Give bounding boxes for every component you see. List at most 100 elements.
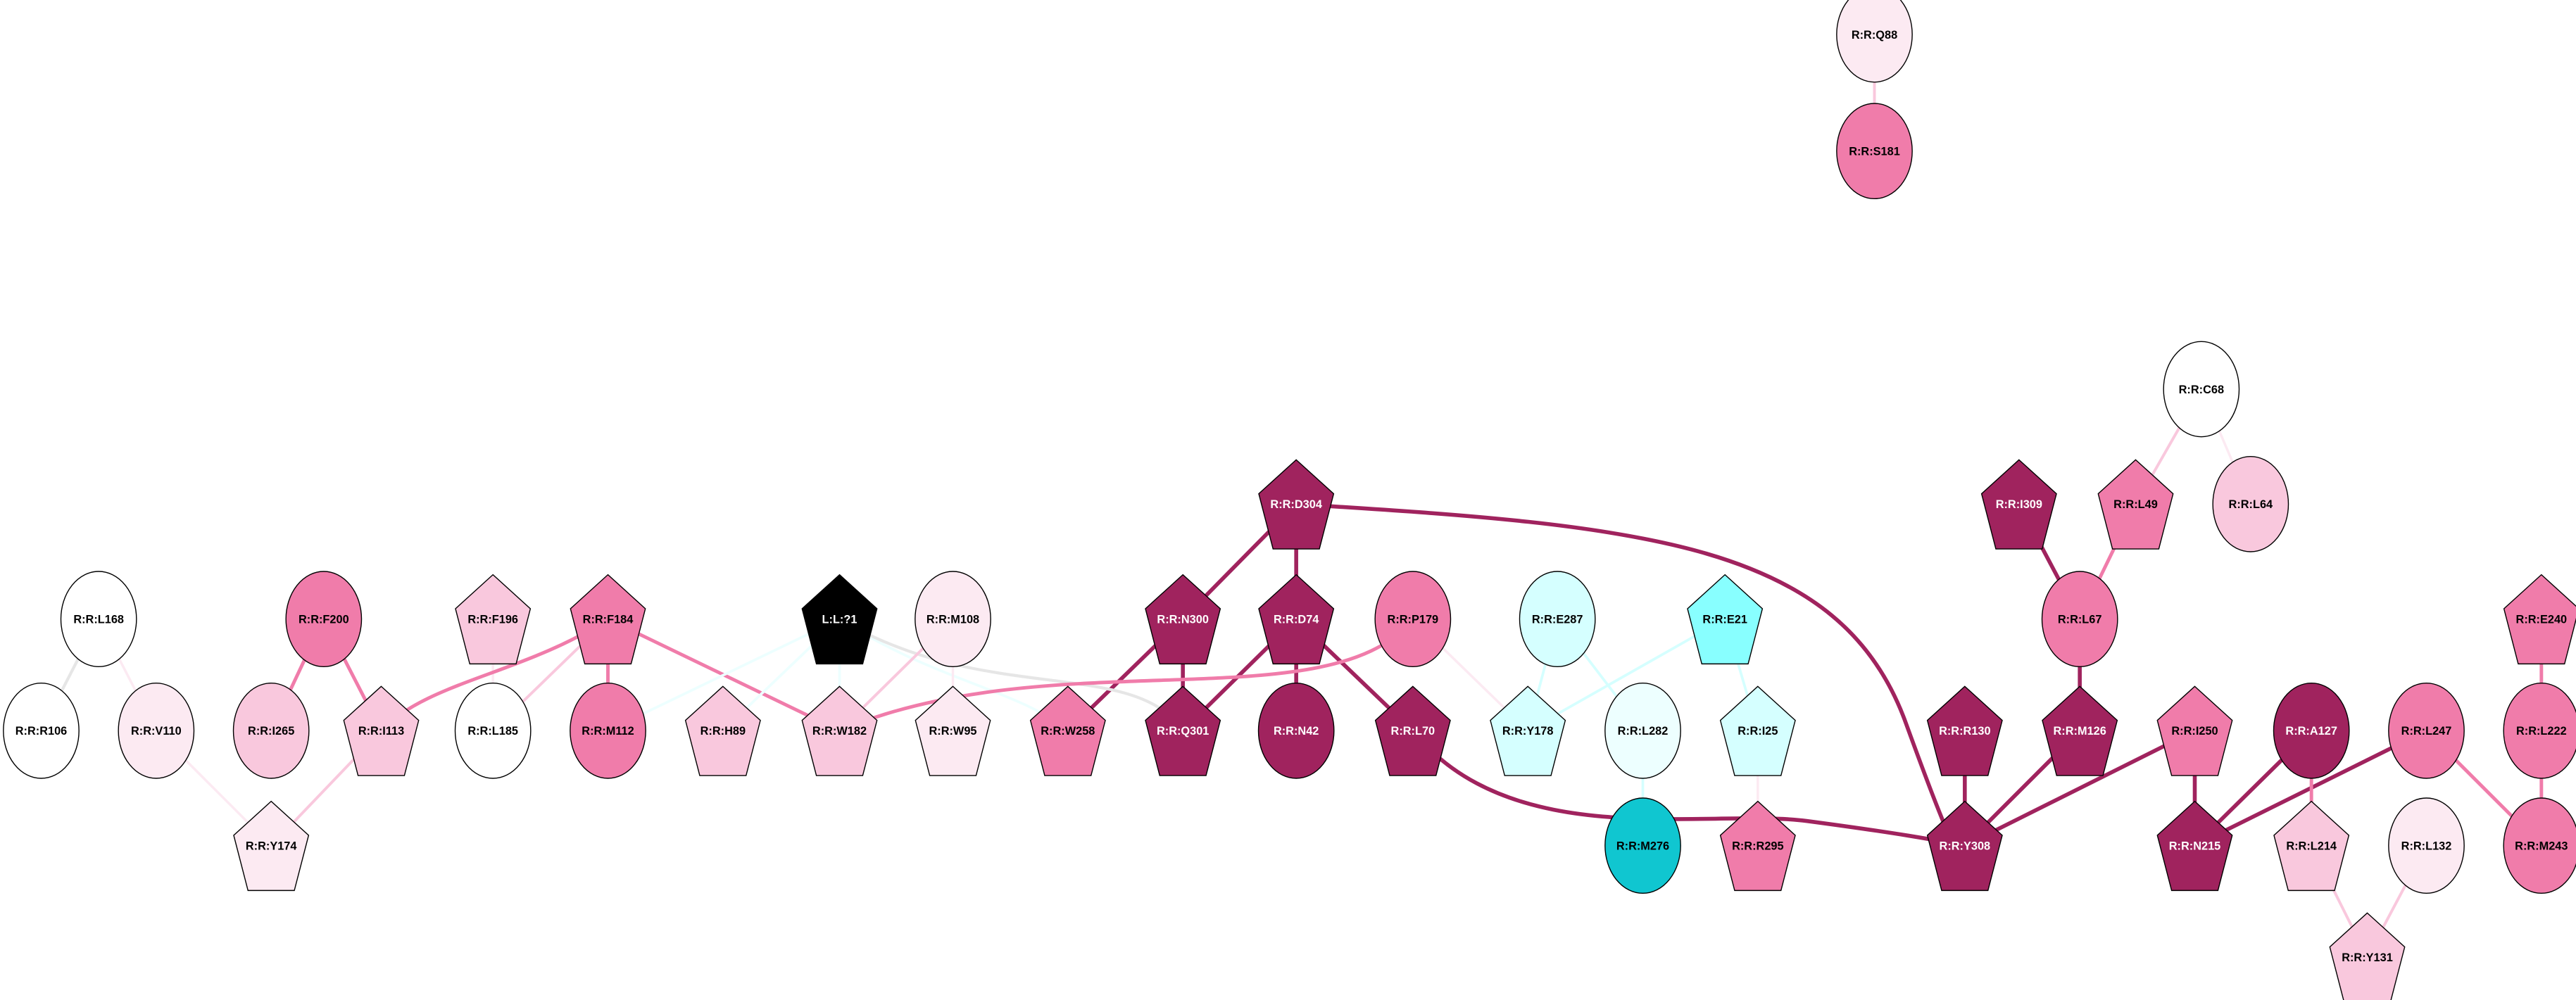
pentagon-node-shape	[1490, 685, 1566, 776]
pentagon-node-shape	[684, 685, 761, 776]
node-l70[interactable]: R:R:L70	[1374, 685, 1451, 776]
pentagon-node-shape	[1374, 685, 1451, 776]
node-label: R:R:L222	[2516, 725, 2567, 738]
node-label: R:R:W95	[929, 725, 976, 738]
node-m276[interactable]: R:R:M276	[1604, 797, 1681, 894]
pentagon-node-shape	[1719, 685, 1796, 776]
node-w182[interactable]: R:R:W182	[801, 685, 878, 776]
node-y174[interactable]: R:R:Y174	[233, 800, 310, 892]
node-l67[interactable]: R:R:L67	[2041, 571, 2118, 668]
circle-node-shape	[570, 682, 646, 779]
circle-node-shape	[2388, 797, 2465, 894]
node-n42[interactable]: R:R:N42	[1257, 682, 1335, 779]
node-i25[interactable]: R:R:I25	[1719, 685, 1796, 776]
circle-node-shape	[1374, 571, 1452, 668]
node-y131[interactable]: R:R:Y131	[2329, 912, 2406, 1000]
edge-e21-y178	[1527, 618, 1726, 732]
node-label: R:R:L64	[2229, 498, 2273, 511]
node-i250[interactable]: R:R:I250	[2156, 685, 2233, 776]
node-e287[interactable]: R:R:E287	[1519, 571, 1596, 668]
edge-i250-y308	[1964, 728, 2196, 848]
node-l214[interactable]: R:R:L214	[2273, 800, 2350, 892]
pentagon-node-shape	[2329, 912, 2406, 1000]
circle-node-shape	[2503, 797, 2576, 894]
circle-node-shape	[915, 571, 991, 668]
node-l185[interactable]: R:R:L185	[454, 682, 532, 779]
node-l282[interactable]: R:R:L282	[1604, 682, 1681, 779]
pentagon-node-shape	[915, 685, 991, 776]
circle-node-shape	[2388, 682, 2465, 779]
node-l247[interactable]: R:R:L247	[2388, 682, 2465, 779]
pentagon-node-shape	[2503, 574, 2576, 665]
node-label: R:R:W258	[1041, 725, 1095, 738]
node-f184[interactable]: R:R:F184	[570, 574, 646, 665]
node-w258[interactable]: R:R:W258	[1029, 685, 1106, 776]
node-label: R:R:L67	[2058, 614, 2102, 626]
circle-node-shape	[1836, 103, 1913, 200]
node-m108[interactable]: R:R:M108	[915, 571, 991, 668]
node-label: R:R:L247	[2401, 725, 2452, 738]
pentagon-node-shape	[801, 685, 878, 776]
node-label: R:R:F184	[583, 614, 634, 626]
node-e21[interactable]: R:R:E21	[1687, 574, 1764, 665]
pentagon-node-shape	[1926, 800, 2003, 892]
edge-l70-y308	[1411, 729, 1966, 848]
node-label: R:R:M112	[582, 725, 634, 738]
node-label: R:R:S181	[1849, 146, 1900, 158]
node-r106[interactable]: R:R:R106	[3, 682, 80, 779]
node-m126[interactable]: R:R:M126	[2042, 685, 2118, 776]
node-h89[interactable]: R:R:H89	[684, 685, 761, 776]
node-d74[interactable]: R:R:D74	[1258, 574, 1335, 665]
node-label: R:R:I113	[358, 725, 404, 738]
node-i309[interactable]: R:R:I309	[1980, 459, 2057, 550]
node-e240[interactable]: R:R:E240	[2503, 574, 2576, 665]
node-r130[interactable]: R:R:R130	[1926, 685, 2003, 776]
node-label: R:R:V110	[131, 725, 182, 738]
node-y308[interactable]: R:R:Y308	[1926, 800, 2003, 892]
node-q88[interactable]: R:R:Q88	[1836, 0, 1913, 83]
node-r295[interactable]: R:R:R295	[1719, 800, 1796, 892]
pentagon-node-shape	[1687, 574, 1764, 665]
node-m112[interactable]: R:R:M112	[570, 682, 646, 779]
node-c68[interactable]: R:R:C68	[2163, 341, 2240, 438]
circle-node-shape	[2503, 682, 2576, 779]
node-d304[interactable]: R:R:D304	[1258, 459, 1335, 550]
circle-node-shape	[1604, 797, 1681, 894]
node-l132[interactable]: R:R:L132	[2388, 797, 2465, 894]
node-f196[interactable]: R:R:F196	[455, 574, 532, 665]
node-n300[interactable]: R:R:N300	[1145, 574, 1221, 665]
node-m243[interactable]: R:R:M243	[2503, 797, 2576, 894]
circle-node-shape	[454, 682, 532, 779]
pentagon-node-shape	[2156, 800, 2233, 892]
node-label: R:R:R106	[15, 725, 68, 738]
node-l1[interactable]: L:L:?1	[801, 574, 878, 665]
node-f200[interactable]: R:R:F200	[285, 571, 363, 668]
node-l222[interactable]: R:R:L222	[2503, 682, 2576, 779]
node-n215[interactable]: R:R:N215	[2156, 800, 2233, 892]
pentagon-node-shape	[1980, 459, 2057, 550]
pentagon-node-shape	[1258, 459, 1335, 550]
pentagon-node-shape	[1258, 574, 1335, 665]
node-label: R:R:L132	[2401, 840, 2452, 853]
node-i265[interactable]: R:R:I265	[232, 682, 310, 779]
edge-l1-q301	[838, 617, 1184, 732]
node-p179[interactable]: R:R:P179	[1374, 571, 1452, 668]
node-l168[interactable]: R:R:L168	[60, 571, 137, 668]
node-label: R:R:L168	[73, 614, 124, 626]
node-label: R:R:I25	[1738, 725, 1778, 738]
node-a127[interactable]: R:R:A127	[2273, 682, 2350, 779]
node-q301[interactable]: R:R:Q301	[1145, 685, 1221, 776]
edge-d304-y308	[1295, 502, 1966, 853]
node-l49[interactable]: R:R:L49	[2097, 459, 2174, 550]
node-s181[interactable]: R:R:S181	[1836, 103, 1913, 200]
node-w95[interactable]: R:R:W95	[915, 685, 991, 776]
pentagon-node-shape	[455, 574, 532, 665]
node-label: R:R:N42	[1274, 725, 1319, 738]
node-v110[interactable]: R:R:V110	[118, 682, 195, 779]
node-l64[interactable]: R:R:L64	[2212, 455, 2289, 552]
node-label: R:R:L214	[2286, 840, 2337, 853]
node-i113[interactable]: R:R:I113	[343, 685, 420, 776]
node-y178[interactable]: R:R:Y178	[1490, 685, 1566, 776]
node-label: R:R:M276	[1616, 840, 1669, 853]
